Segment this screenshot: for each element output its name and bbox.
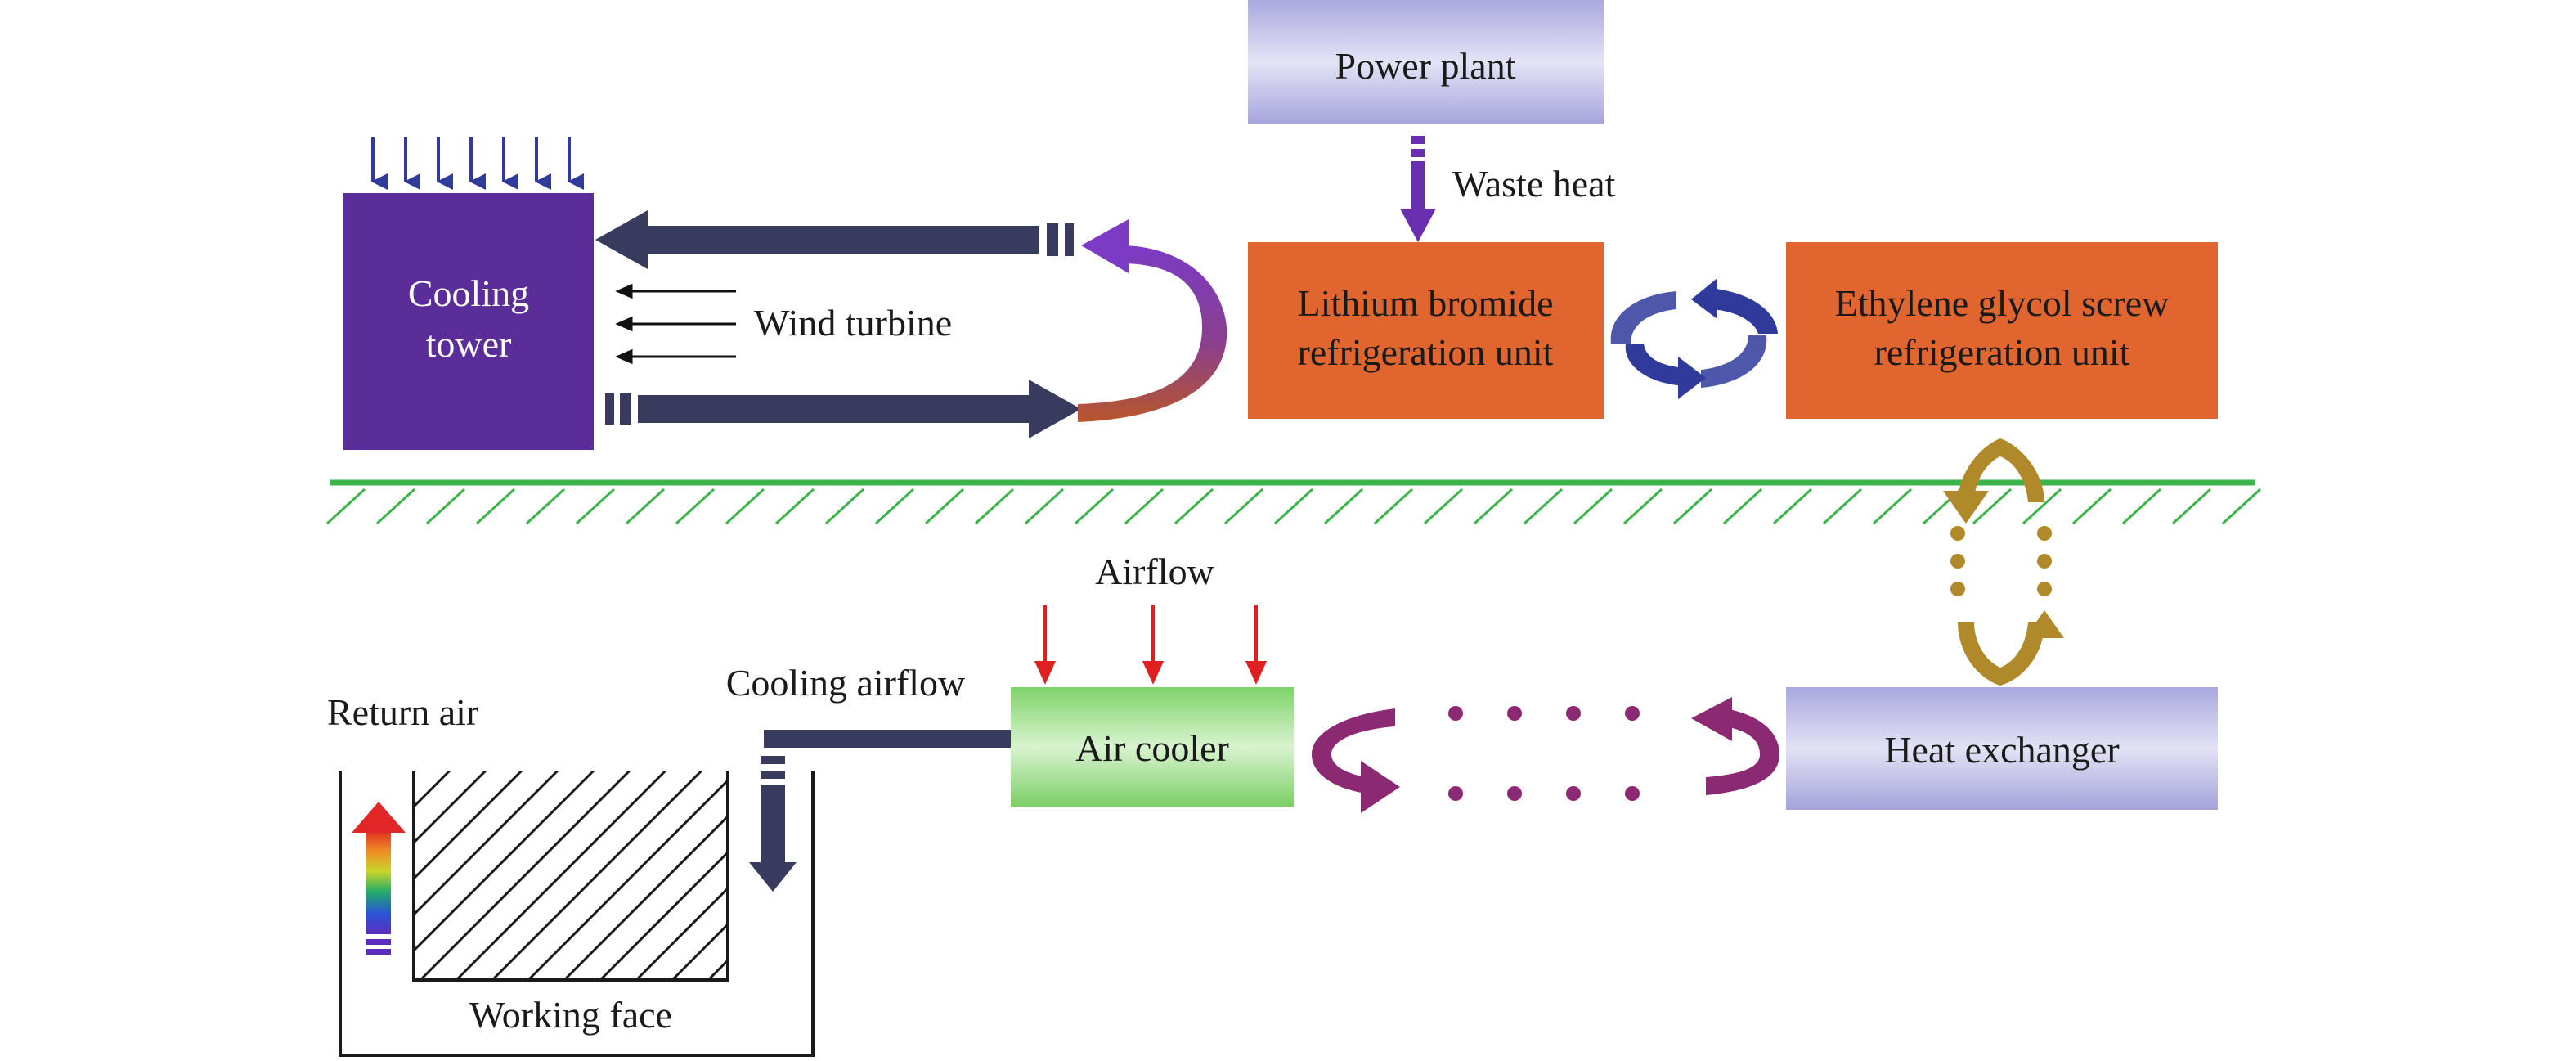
ground-hatch-line (1822, 488, 1863, 525)
ground-hatch-line (1473, 488, 1514, 525)
lithium-bromide-label-line1: Lithium bromide (1297, 282, 1553, 324)
lithium-bromide-label-line2: refrigeration unit (1298, 331, 1554, 373)
cooling-tower-label-line2: tower (426, 323, 512, 365)
coolant-loop-arrows (1312, 697, 1779, 813)
ground-hatch-line (2121, 488, 2162, 525)
working-face-hatch-line (563, 814, 728, 980)
power-plant-label: Power plant (1335, 45, 1515, 87)
working-face-hatch-line (816, 771, 1025, 980)
airflow-arrows (1034, 605, 1268, 685)
cooling-airflow-label: Cooling airflow (726, 662, 966, 704)
ground-hatch-line (1323, 488, 1364, 525)
ground-hatch-line (675, 488, 716, 525)
ground-hatch-line (325, 488, 366, 525)
ground-hatch-line (1423, 488, 1464, 525)
air-cooler-label: Air cooler (1075, 727, 1229, 769)
working-face-enclosure (339, 771, 815, 1057)
airflow-label: Airflow (1095, 551, 1214, 592)
ground-hatch-line (1672, 488, 1713, 525)
working-face-hatch-line (414, 771, 487, 845)
cooling-tower-box: Cooling tower (343, 193, 594, 450)
ethylene-glycol-unit-box: Ethylene glycol screw refrigeration unit (1786, 242, 2218, 419)
air-cooler-box: Air cooler (1011, 687, 1294, 807)
ground-hatch-line (1872, 488, 1913, 525)
working-face-hatch-line (527, 778, 728, 980)
cooling-tower-intake-arrows (371, 137, 584, 190)
return-air-arrow (352, 802, 406, 955)
ground-hatch-line (824, 488, 865, 525)
ground-hatch-line (1622, 488, 1663, 525)
wind-turbine-label: Wind turbine (754, 302, 952, 344)
working-face-hatch-line (599, 850, 728, 980)
ground-hatch-line (1523, 488, 1564, 525)
ground-hatch-line (425, 488, 466, 525)
heat-exchanger-box: Heat exchanger (1786, 687, 2218, 810)
working-face-hatch-line (414, 771, 523, 881)
ground-hatch-line (1972, 488, 2013, 525)
ground-hatch-line (924, 488, 965, 525)
working-face-hatch-line (635, 886, 728, 980)
return-air-label: Return air (327, 691, 478, 733)
cooling-airflow-duct (749, 730, 1011, 892)
ground-hatch-line (1124, 488, 1165, 525)
ground-hatch-line (475, 488, 516, 525)
ground-hatch-line (725, 488, 765, 525)
working-face-label: Working face (469, 994, 672, 1036)
ground-hatch-line (575, 488, 616, 525)
ethylene-glycol-label-line2: refrigeration unit (1874, 331, 2130, 373)
ground-hatch-line (1273, 488, 1314, 525)
cooling-tower-label-line1: Cooling (408, 272, 529, 314)
ground-hatch-line (1174, 488, 1214, 525)
ground-hatch-line (774, 488, 815, 525)
working-face-block (168, 771, 1025, 982)
ground-hatch-line (1223, 488, 1264, 525)
ground-hatch-line (2171, 488, 2212, 525)
waste-heat-label: Waste heat (1452, 163, 1616, 205)
lithium-bromide-unit-box: Lithium bromide refrigeration unit (1248, 242, 1604, 419)
return-to-tower-arrow (595, 210, 1074, 269)
ground-hatch-line (874, 488, 915, 525)
working-face-hatch-line (455, 771, 667, 980)
working-face-hatch-line (414, 771, 559, 917)
ground-hatch-line (1024, 488, 1065, 525)
wind-turbine-arrows (615, 283, 736, 365)
ground-hatch-line (1373, 488, 1414, 525)
glycol-loop-arrow (1943, 438, 2064, 686)
ground-hatch-line (1722, 488, 1763, 525)
working-face-hatch-line (168, 771, 378, 980)
power-plant-box: Power plant (1248, 0, 1604, 124)
ground-hatch-line (625, 488, 666, 525)
heat-exchanger-label: Heat exchanger (1884, 729, 2119, 771)
working-face-hatch-line (414, 771, 595, 953)
working-face-hatch-line (419, 771, 631, 980)
ground-hatch-line (1573, 488, 1613, 525)
supply-from-tower-arrow (605, 380, 1081, 438)
ground-hatch-line (1772, 488, 1813, 525)
unit-exchange-cycle-arrows (1610, 278, 1778, 399)
ground-hatch-line (1074, 488, 1115, 525)
working-face-hatch-line (491, 771, 703, 980)
loop-arrow (1078, 219, 1227, 422)
ethylene-glycol-label-line1: Ethylene glycol screw (1835, 282, 2170, 324)
ground-hatch-line (525, 488, 566, 525)
ground-hatch-line (2022, 488, 2062, 525)
ground-hatch-line (2071, 488, 2112, 525)
ground-hatch-line (2221, 488, 2262, 525)
working-face-hatch-line (671, 922, 728, 980)
waste-heat-arrow (1400, 136, 1436, 242)
ground-hatch-line (375, 488, 416, 525)
ground-hatch-line (974, 488, 1015, 525)
